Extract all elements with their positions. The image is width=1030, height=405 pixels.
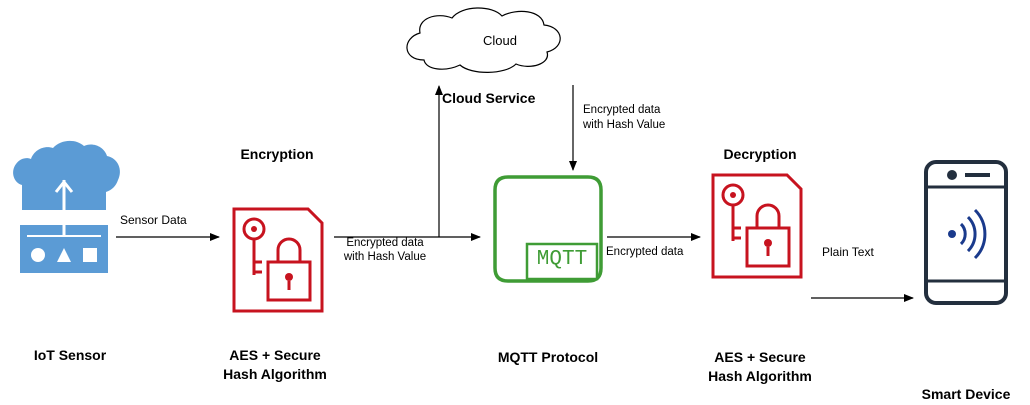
cloud-upload-icon (13, 140, 120, 273)
aes-right-line1: AES + Secure (714, 349, 806, 365)
sensor-data-label: Sensor Data (120, 213, 187, 227)
mqtt-badge: MQTT (536, 248, 588, 271)
aes-left-line2: Hash Algorithm (223, 366, 327, 382)
cloud-label: Cloud (483, 33, 517, 48)
aes-right-line2: Hash Algorithm (708, 368, 812, 384)
plain-text-label: Plain Text (822, 245, 874, 259)
smart-device-label: Smart Device (921, 386, 1011, 402)
mqtt-broker-icon (493, 175, 603, 283)
enc-hash-left-line1: Encrypted data (346, 237, 424, 249)
lock-key-icon (711, 173, 803, 279)
cloud-icon (406, 7, 561, 73)
smartphone-signal-icon (924, 160, 1008, 305)
enc-hash-top-line2: with Hash Value (583, 119, 666, 131)
mqtt-protocol-label: MQTT Protocol (497, 349, 599, 365)
lock-key-icon (232, 207, 324, 313)
aes-left-line1: AES + Secure (229, 347, 321, 363)
enc-hash-left-line2: with Hash Value (343, 251, 427, 263)
encryption-title: Encryption (240, 146, 314, 162)
decryption-title: Decryption (723, 146, 797, 162)
iot-sensor-label: IoT Sensor (33, 347, 107, 363)
cloud-service-label: Cloud Service (442, 90, 536, 106)
enc-hash-top-line1: Encrypted data (583, 104, 661, 116)
encrypted-data-label: Encrypted data (606, 246, 684, 258)
